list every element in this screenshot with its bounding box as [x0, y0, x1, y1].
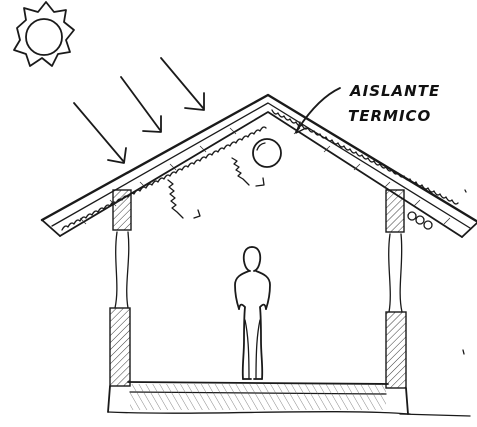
floor-slab — [108, 382, 470, 416]
light-orb-icon — [253, 139, 281, 167]
right-wall — [386, 190, 408, 414]
heat-squiggle-arrows — [168, 158, 264, 218]
annotation-line-1: AISLANTE — [349, 82, 440, 100]
roof-insulation-left — [62, 127, 266, 230]
person-figure-icon — [235, 247, 270, 379]
left-wall — [108, 190, 131, 412]
sun-icon — [14, 2, 74, 66]
sun-ray-arrows — [74, 58, 204, 163]
annotation-line-2: TERMICO — [348, 107, 431, 125]
